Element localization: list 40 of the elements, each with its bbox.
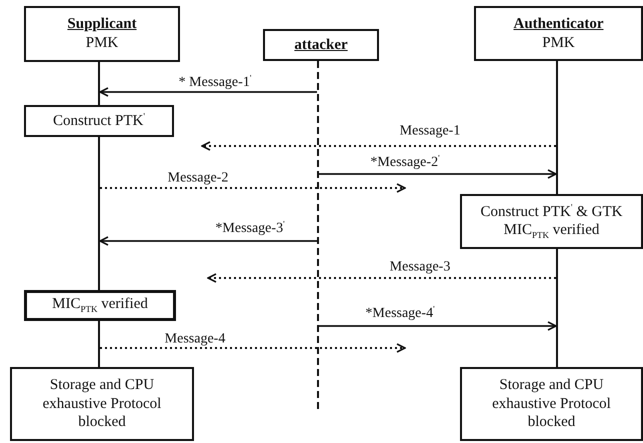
message-arrow <box>100 183 406 193</box>
lifeline <box>317 61 319 411</box>
lifeline <box>98 62 100 105</box>
key-label: PMK <box>86 34 118 53</box>
process-box <box>24 290 176 321</box>
process-box <box>10 367 194 441</box>
message-arrow <box>99 87 317 97</box>
step-text: Construct PTK$^{'}$ <box>52 111 146 131</box>
message-label: * Message-1$^{'}$ <box>176 73 254 91</box>
message-arrow <box>99 236 317 246</box>
message-label: Message-3 <box>388 259 452 275</box>
lifeline <box>98 137 100 290</box>
participant-box <box>24 6 180 62</box>
message-label: *Message-3$^{'}$ <box>213 219 287 237</box>
message-label: *Message-4$^{'}$ <box>363 304 437 322</box>
message-label: *Message-2$^{'}$ <box>368 153 442 171</box>
message-label: Message-2 <box>166 170 230 186</box>
process-box <box>24 105 174 137</box>
lifeline <box>556 61 558 194</box>
participant-box <box>263 29 379 61</box>
step-text: Construct PTK$^{'}$ & GTK MIC$_{PTK}$ verified <box>479 202 624 242</box>
key-label: PMK <box>542 34 575 52</box>
message-arrow <box>319 169 557 179</box>
message-arrow <box>201 141 556 151</box>
participant-name: attacker <box>294 36 348 54</box>
lifeline <box>556 249 558 367</box>
message-label: Message-1 <box>398 123 462 139</box>
step-text: MIC$_{PTK}$ verified <box>52 295 148 316</box>
step-text: Storage and CPU exhaustive Protocol blocked <box>42 376 162 432</box>
step-text: Storage and CPU exhaustive Protocol blocked <box>491 376 612 432</box>
participant-name: Authenticator <box>514 14 604 34</box>
lifeline <box>98 321 100 367</box>
process-box <box>460 194 643 249</box>
message-label: Message-4 <box>162 331 228 347</box>
participant-name: Supplicant <box>67 15 137 34</box>
message-arrow <box>319 321 557 331</box>
process-box <box>460 367 643 441</box>
participant-box <box>474 6 643 61</box>
message-arrow <box>207 273 556 283</box>
message-arrow <box>100 343 406 353</box>
